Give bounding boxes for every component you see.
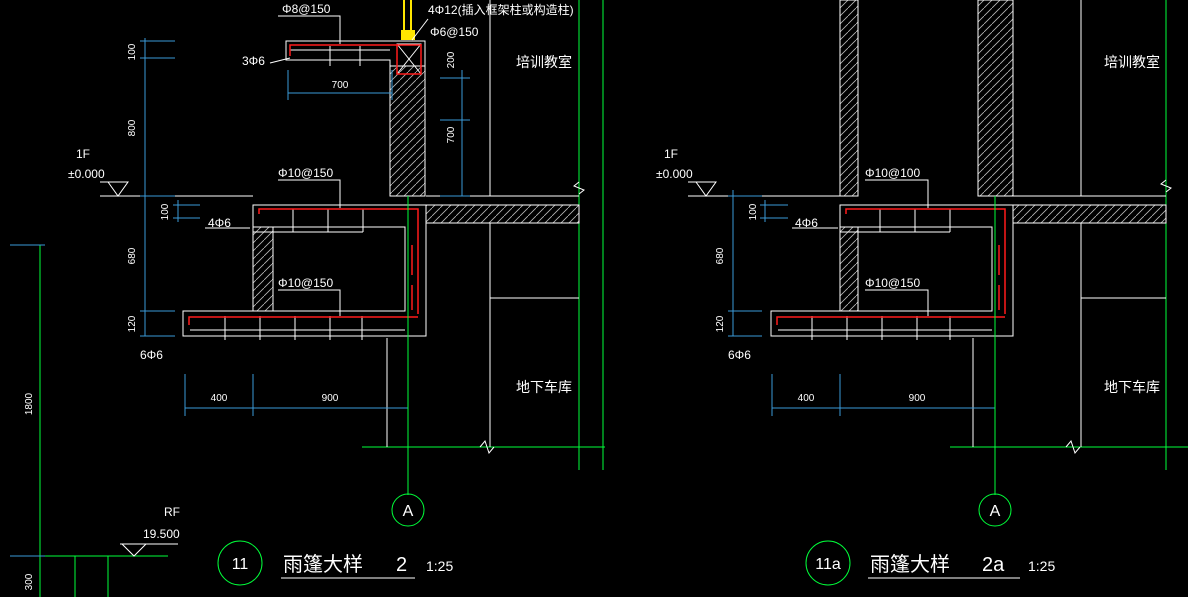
detail-title-11a: 雨篷大样 [870,553,950,576]
side-bars-label: 3Φ6 [242,54,265,68]
stirrup-label: Φ6@150 [430,25,479,39]
canopy-outline [285,40,426,67]
beam-outline-11a [770,204,1014,337]
dim-v200: 200 [446,51,457,68]
axis-bubble [391,493,425,527]
bottom-bars-label: 6Φ6 [140,348,163,362]
detail-number: 11 [232,556,249,573]
room-lower-label: 地下车库 [516,379,572,395]
detail-title-number-11a: 2a [982,554,1005,576]
beam-mid-bars-label: 4Φ6 [208,216,231,230]
bottom-bars-label-11a: 6Φ6 [728,348,751,362]
detail-scale: 1:25 [426,558,453,574]
beam-top-rebar-label: Φ10@150 [278,166,333,180]
rf-level-value: 19.500 [143,527,180,541]
beam-mid-bars-label-11a: 4Φ6 [795,216,818,230]
rebar-lines [188,44,422,325]
dim-h900: 900 [322,393,339,404]
dim-v300: 300 [24,573,35,590]
beam-outline [182,204,427,337]
floor-slab-11a [1012,204,1167,224]
beam-bottom-rebar-label-11a: Φ10@150 [865,276,920,290]
top-rebar-label: Φ8@150 [282,2,331,16]
right-wall-11a [977,0,1014,197]
dim-v700: 700 [446,126,457,143]
rf-level-symbol [120,543,148,557]
level-name: 1F [76,147,90,161]
beam-cells [190,209,405,340]
beam-cells-11a [778,209,992,340]
left-wall-11a [839,0,859,197]
lower-wall-stub [252,226,274,312]
building-outline-lines-11a [688,0,1188,470]
room-lower-label-11a: 地下车库 [1104,379,1160,395]
column-rebar-label: 4Φ12(插入框架柱或构造柱) [428,2,574,17]
dim-v680-11a: 680 [715,247,726,264]
level-name-11a: 1F [664,147,678,161]
building-outline-lines [18,0,605,597]
detail-number-circle [217,540,263,586]
dim-v680: 680 [127,247,138,264]
detail-11a: A 11a 培训教室 地下车库 1F ±0.000 Φ10@100 4Φ6 Φ1… [656,0,1188,586]
dim-v100-top: 100 [127,43,138,60]
rebar-lines-11a [776,208,1006,325]
leader-lines-11a [688,179,929,316]
floor-slab [425,204,580,224]
rf-level-name: RF [164,505,180,519]
beam-bottom-rebar-label: Φ10@150 [278,276,333,290]
detail-number-circle-11a [805,540,851,586]
detail-number-11a: 11a [815,556,841,573]
detail-title: 雨篷大样 [283,553,363,576]
dim-v120: 120 [127,315,138,332]
detail-title-number: 2 [396,554,407,576]
dim-h900-11a: 900 [909,393,926,404]
dim-v100-mid: 100 [160,203,171,220]
column-box [396,0,422,75]
dimension-lines-11a [728,190,996,416]
level-value: ±0.000 [68,167,105,181]
leader-lines [100,15,429,316]
dim-v120-11a: 120 [715,315,726,332]
dim-v1800: 1800 [24,392,35,415]
room-upper-label-11a: 培训教室 [1104,54,1160,70]
level-value-11a: ±0.000 [656,167,693,181]
lower-wall-11a [839,226,859,312]
room-upper-label: 培训教室 [516,54,572,70]
detail-11: A 11 Φ8@150 4Φ12(插入框架柱或构造柱) Φ6@150 3Φ6 培… [10,0,605,597]
axis-label: A [403,503,414,520]
axis-bubble-11a [978,493,1012,527]
axis-label-11a: A [990,503,1001,520]
dimension-lines [10,38,470,557]
dim-h700: 700 [332,80,349,91]
beam-top-rebar-label-11a: Φ10@100 [865,166,920,180]
detail-scale-11a: 1:25 [1028,558,1055,574]
dim-h400: 400 [211,393,228,404]
dim-v100-mid-11a: 100 [748,203,759,220]
upper-wall-column [389,65,426,197]
dim-h400-11a: 400 [798,393,815,404]
dim-v800: 800 [127,119,138,136]
